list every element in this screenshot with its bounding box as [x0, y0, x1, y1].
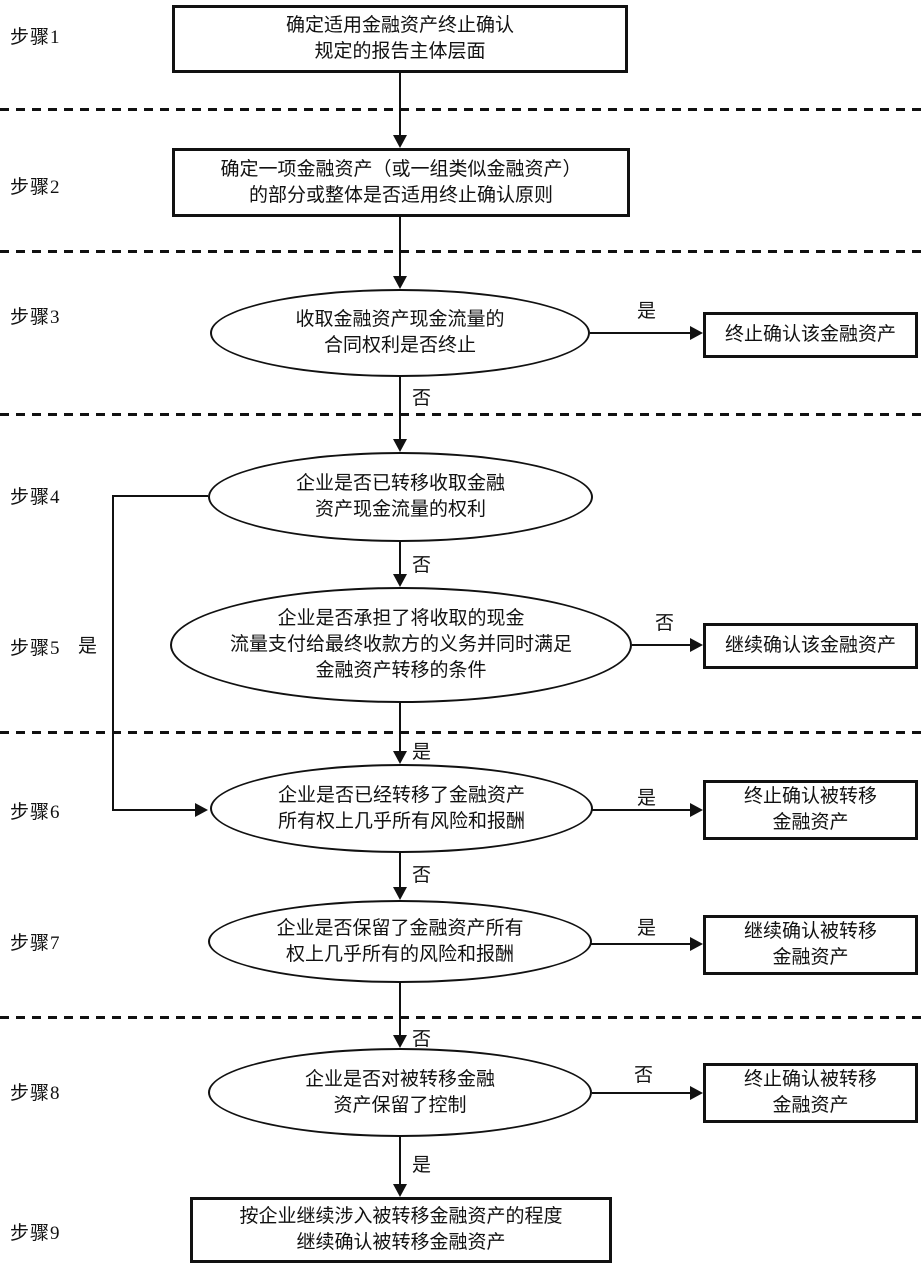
result-box-step5: 继续确认该金融资产 — [703, 623, 918, 669]
arrowhead-bypass-to-ellipse6-icon — [195, 803, 208, 817]
decision-ellipse-step8: 企业是否对被转移金融 资产保留了控制 — [208, 1048, 592, 1137]
bypass-branch-vertical-segment — [112, 495, 114, 811]
result-box-step7-line2: 金融资产 — [772, 947, 849, 968]
decision-ellipse-step8-line1: 企业是否对被转移金融 — [304, 1068, 495, 1090]
decision-ellipse-step3: 收取金融资产现金流量的 合同权利是否终止 — [210, 289, 590, 377]
edge-label-step4-no: 否 — [412, 555, 432, 576]
decision-ellipse-step5: 企业是否承担了将收取的现金 流量支付给最终收款方的义务并同时满足 金融资产转移的… — [170, 587, 632, 703]
edge-label-step6-yes: 是 — [637, 788, 657, 809]
result-box-step7: 继续确认被转移 金融资产 — [703, 915, 918, 975]
arrowhead-ellipse7-to-ellipse8-icon — [393, 1035, 407, 1048]
edge-label-step5-no: 否 — [655, 613, 675, 634]
arrow-ellipse8-to-box9 — [399, 1137, 401, 1185]
arrow-ellipse5-to-ellipse6 — [399, 703, 401, 752]
edge-label-step8-no: 否 — [634, 1065, 654, 1086]
edge-label-step4-yes: 是 — [78, 636, 98, 657]
arrowhead-ellipse4-to-ellipse5-icon — [393, 574, 407, 587]
arrow-ellipse7-to-result7 — [591, 943, 691, 945]
result-box-step3-line1: 终止确认该金融资产 — [724, 324, 896, 345]
decision-ellipse-step7: 企业是否保留了金融资产所有 权上几乎所有的风险和报酬 — [208, 900, 592, 983]
step-label-3: 步骤3 — [10, 307, 61, 328]
result-box-step8-line1: 终止确认被转移 — [743, 1069, 877, 1090]
edge-label-step5-yes: 是 — [412, 742, 432, 763]
dashed-separator-5 — [0, 1016, 923, 1019]
result-box-step8-line2: 金融资产 — [772, 1095, 849, 1116]
edge-label-step8-yes: 是 — [412, 1155, 432, 1176]
step-label-1: 步骤1 — [10, 27, 61, 48]
edge-label-step6-no: 否 — [412, 865, 432, 886]
decision-ellipse-step3-line1: 收取金融资产现金流量的 — [295, 309, 505, 330]
decision-ellipse-step6: 企业是否已经转移了金融资产 所有权上几乎所有风险和报酬 — [210, 764, 593, 853]
arrowhead-ellipse7-to-result7-icon — [690, 937, 703, 951]
decision-ellipse-step8-line2: 资产保留了控制 — [333, 1094, 467, 1116]
arrow-box2-to-ellipse3 — [399, 217, 401, 277]
dashed-separator-3 — [0, 413, 923, 416]
arrowhead-ellipse5-to-result5-icon — [690, 638, 703, 652]
arrowhead-ellipse5-to-ellipse6-icon — [393, 751, 407, 764]
result-box-step5-line1: 继续确认该金融资产 — [724, 635, 896, 656]
edge-label-step3-yes: 是 — [637, 301, 657, 322]
step-label-6: 步骤6 — [10, 802, 61, 823]
decision-ellipse-step5-line1: 企业是否承担了将收取的现金 — [277, 608, 525, 629]
arrowhead-ellipse8-to-box9-icon — [393, 1184, 407, 1197]
process-box-step1-line1: 确定适用金融资产终止确认 — [285, 15, 514, 36]
result-box-step6: 终止确认被转移 金融资产 — [703, 780, 918, 840]
process-box-step9-line1: 按企业继续涉入被转移金融资产的程度 — [239, 1206, 563, 1227]
step-label-9: 步骤9 — [10, 1223, 61, 1244]
arrow-ellipse7-to-ellipse8 — [399, 983, 401, 1036]
result-box-step6-line2: 金融资产 — [772, 812, 849, 833]
arrowhead-ellipse6-to-result6-icon — [690, 803, 703, 817]
arrow-ellipse3-to-result3 — [590, 332, 691, 334]
arrowhead-ellipse3-to-ellipse4-icon — [393, 439, 407, 452]
bypass-branch-top-segment — [113, 495, 208, 497]
process-box-step2-line2: 的部分或整体是否适用终止确认原则 — [248, 184, 553, 206]
arrowhead-ellipse6-to-ellipse7-icon — [393, 887, 407, 900]
arrowhead-box2-to-ellipse3-icon — [393, 276, 407, 289]
decision-ellipse-step6-line1: 企业是否已经转移了金融资产 — [277, 784, 525, 806]
step-label-7: 步骤7 — [10, 933, 61, 954]
decision-ellipse-step7-line2: 权上几乎所有的风险和报酬 — [285, 943, 514, 965]
edge-label-step7-yes: 是 — [637, 918, 657, 939]
process-box-step2-line1: 确定一项金融资产（或一组类似金融资产） — [220, 158, 582, 180]
arrow-ellipse3-to-ellipse4 — [399, 377, 401, 440]
process-box-step1: 确定适用金融资产终止确认 规定的报告主体层面 — [172, 5, 628, 73]
decision-ellipse-step7-line1: 企业是否保留了金融资产所有 — [276, 917, 524, 939]
process-box-step1-line2: 规定的报告主体层面 — [314, 41, 486, 62]
result-box-step7-line1: 继续确认被转移 — [743, 921, 877, 942]
step-label-8: 步骤8 — [10, 1083, 61, 1104]
arrow-ellipse4-to-ellipse5 — [399, 542, 401, 575]
dashed-separator-4 — [0, 731, 923, 734]
step-label-5: 步骤5 — [10, 638, 61, 659]
step-label-2: 步骤2 — [10, 177, 61, 198]
dashed-separator-2 — [0, 250, 923, 253]
result-box-step8: 终止确认被转移 金融资产 — [703, 1063, 918, 1123]
process-box-step9-line2: 继续确认被转移金融资产 — [296, 1232, 506, 1253]
edge-label-step3-no: 否 — [412, 388, 432, 409]
decision-ellipse-step3-line2: 合同权利是否终止 — [323, 335, 476, 356]
arrow-ellipse5-to-result5 — [632, 644, 691, 646]
edge-label-step7-no: 否 — [412, 1029, 432, 1050]
arrowhead-ellipse8-to-result8-icon — [690, 1086, 703, 1100]
decision-ellipse-step4: 企业是否已转移收取金融 资产现金流量的权利 — [208, 452, 593, 542]
process-box-step9: 按企业继续涉入被转移金融资产的程度 继续确认被转移金融资产 — [190, 1197, 612, 1263]
decision-ellipse-step5-line2: 流量支付给最终收款方的义务并同时满足 — [229, 634, 572, 655]
decision-ellipse-step4-line2: 资产现金流量的权利 — [314, 499, 486, 520]
step-label-4: 步骤4 — [10, 487, 61, 508]
decision-ellipse-step4-line1: 企业是否已转移收取金融 — [295, 473, 505, 494]
decision-ellipse-step6-line2: 所有权上几乎所有风险和报酬 — [277, 810, 525, 832]
bypass-branch-bottom-segment — [113, 809, 196, 811]
decision-ellipse-step5-line3: 金融资产转移的条件 — [315, 660, 487, 681]
result-box-step6-line1: 终止确认被转移 — [743, 786, 877, 807]
arrow-ellipse8-to-result8 — [592, 1092, 691, 1094]
result-box-step3: 终止确认该金融资产 — [703, 312, 918, 358]
arrow-ellipse6-to-result6 — [592, 809, 691, 811]
arrowhead-box1-to-box2-icon — [393, 135, 407, 148]
arrow-ellipse6-to-ellipse7 — [399, 853, 401, 888]
process-box-step2: 确定一项金融资产（或一组类似金融资产） 的部分或整体是否适用终止确认原则 — [172, 148, 630, 217]
arrowhead-ellipse3-to-result3-icon — [690, 326, 703, 340]
arrow-box1-to-box2 — [399, 73, 401, 136]
dashed-separator-1 — [0, 108, 923, 111]
